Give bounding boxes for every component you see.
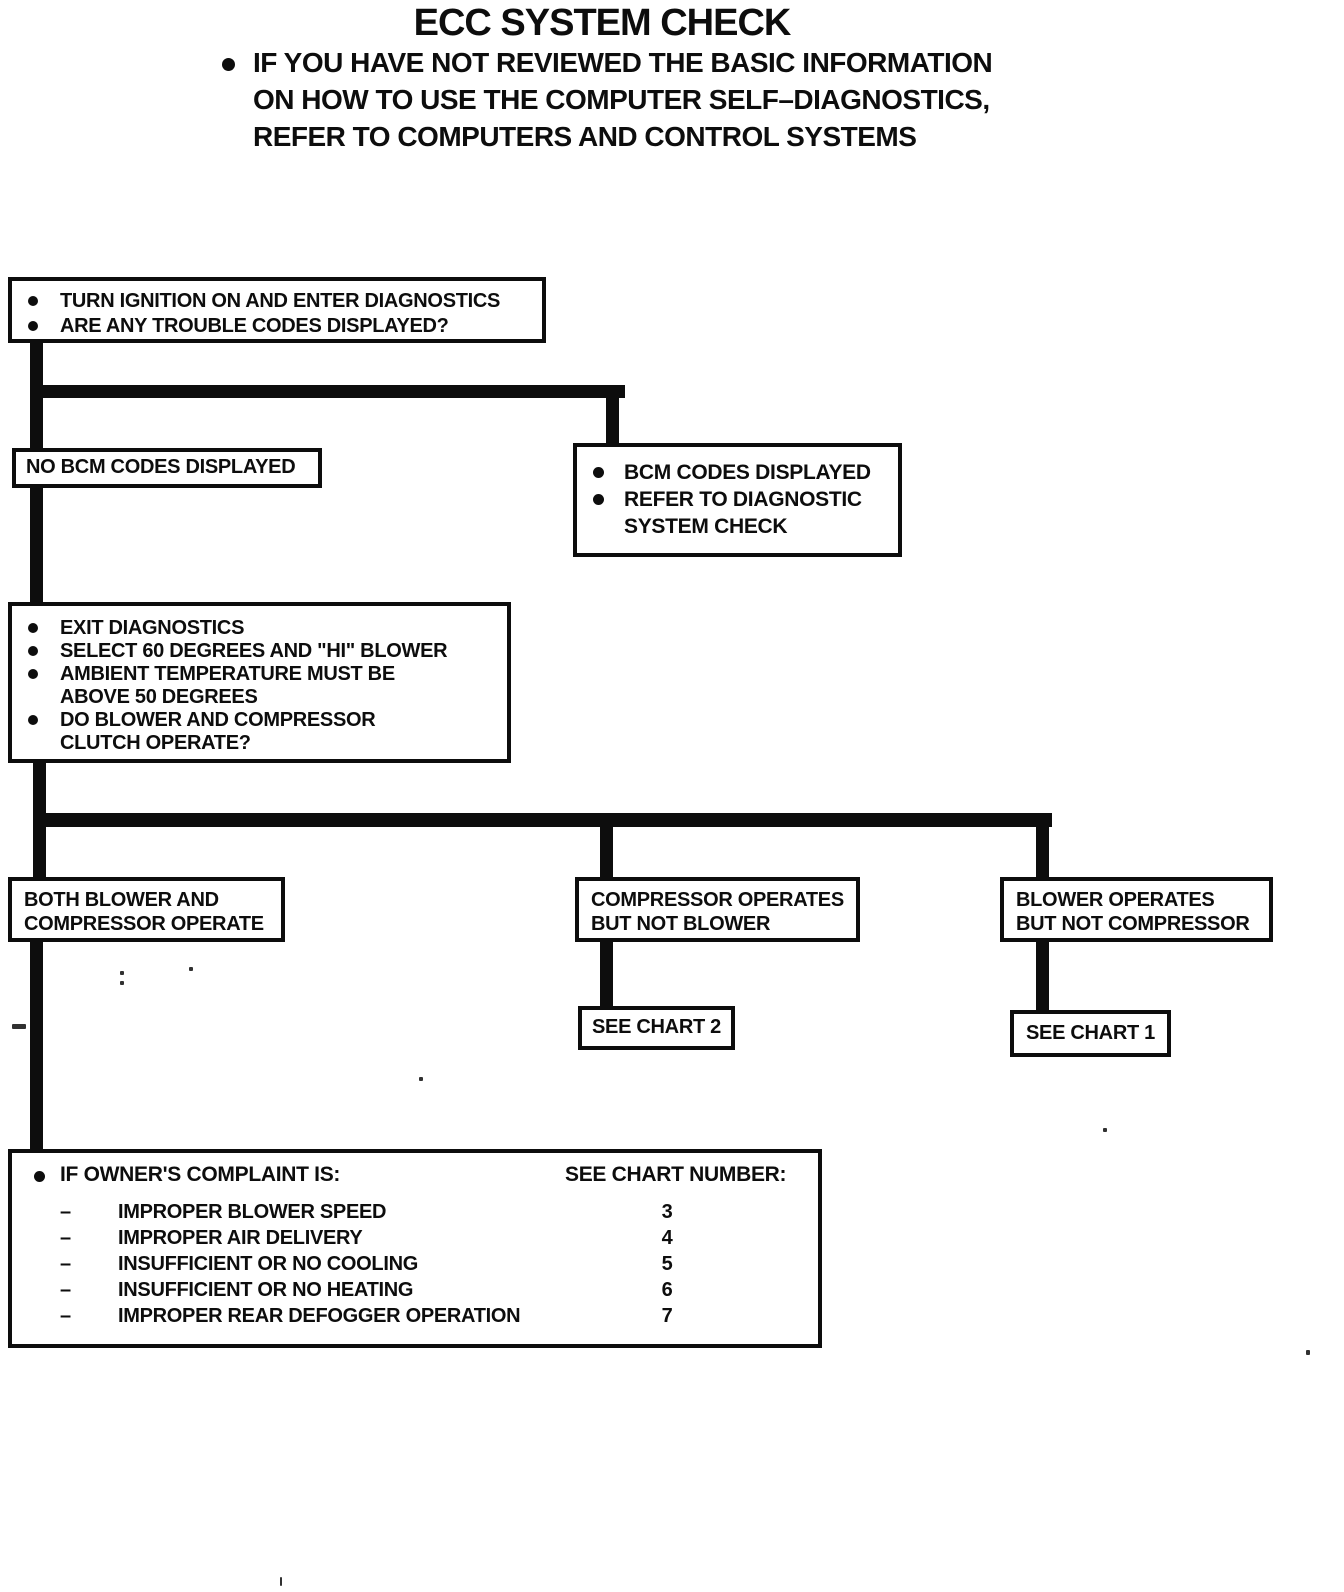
flow-box-compressor-only: COMPRESSOR OPERATES BUT NOT BLOWER	[575, 877, 860, 942]
intro-line: IF YOU HAVE NOT REVIEWED THE BASIC INFOR…	[253, 47, 993, 78]
dash-icon: –	[60, 1227, 71, 1249]
flow-box-owner-complaint: IF OWNER'S COMPLAINT IS: SEE CHART NUMBE…	[8, 1149, 822, 1348]
page-title: ECC SYSTEM CHECK	[413, 2, 792, 44]
connector-vertical	[606, 385, 619, 447]
connector-horizontal	[30, 385, 625, 398]
flow-box-no-codes: NO BCM CODES DISPLAYED	[12, 448, 322, 488]
intro-line: ON HOW TO USE THE COMPUTER SELF–DIAGNOST…	[253, 84, 990, 115]
flow-box-label-line: BOTH BLOWER AND	[24, 889, 219, 911]
bullet-icon	[28, 623, 38, 633]
flow-step-text: ARE ANY TROUBLE CODES DISPLAYED?	[60, 315, 449, 337]
connector-vertical	[600, 813, 613, 879]
flow-box-exit-diagnostics: EXIT DIAGNOSTICS SELECT 60 DEGREES AND "…	[8, 602, 511, 763]
scan-artifact	[120, 971, 124, 975]
scan-artifact	[189, 967, 193, 971]
complaint-text: INSUFFICIENT OR NO COOLING	[118, 1253, 418, 1275]
connector-vertical	[1036, 940, 1049, 1012]
flow-box-label-line: COMPRESSOR OPERATE	[24, 913, 264, 935]
dash-icon: –	[60, 1305, 71, 1327]
flow-step-text: BCM CODES DISPLAYED	[624, 461, 871, 484]
connector-vertical	[1036, 813, 1049, 879]
complaint-text: INSUFFICIENT OR NO HEATING	[118, 1279, 414, 1301]
chart-number: 6	[661, 1279, 673, 1301]
flow-step-text: DO BLOWER AND COMPRESSOR CLUTCH OPERATE?	[60, 709, 376, 754]
flow-box-start: TURN IGNITION ON AND ENTER DIAGNOSTICS A…	[8, 277, 546, 343]
bullet-icon	[28, 296, 38, 306]
flow-box-label: NO BCM CODES DISPLAYED	[26, 456, 296, 478]
flow-box-label: SEE CHART 1	[1026, 1022, 1155, 1044]
scan-artifact	[419, 1077, 423, 1081]
dash-icon: –	[60, 1201, 71, 1223]
scan-artifact	[280, 1577, 282, 1586]
connector-vertical	[30, 486, 43, 604]
dash-icon: –	[60, 1253, 71, 1275]
flow-step-text: AMBIENT TEMPERATURE MUST BE ABOVE 50 DEG…	[60, 663, 395, 708]
chart-number-heading: SEE CHART NUMBER:	[565, 1163, 787, 1186]
flow-step-text: REFER TO DIAGNOSTIC SYSTEM CHECK	[624, 488, 862, 538]
bullet-icon	[593, 467, 604, 478]
bullet-icon	[28, 669, 38, 679]
scan-artifact	[120, 981, 124, 985]
connector-vertical	[30, 940, 43, 1151]
flow-box-see-chart-1: SEE CHART 1	[1010, 1010, 1171, 1057]
flow-box-see-chart-2: SEE CHART 2	[578, 1006, 735, 1050]
chart-number: 3	[661, 1201, 673, 1223]
scan-artifact	[1306, 1350, 1310, 1355]
chart-number: 4	[661, 1227, 673, 1249]
scan-artifact	[12, 1024, 26, 1029]
flow-box-both-operate: BOTH BLOWER AND COMPRESSOR OPERATE	[8, 877, 285, 942]
complaint-text: IMPROPER AIR DELIVERY	[118, 1227, 363, 1249]
flow-box-label-line: COMPRESSOR OPERATES	[591, 889, 844, 911]
complaint-heading: IF OWNER'S COMPLAINT IS:	[60, 1163, 341, 1186]
bullet-icon	[222, 58, 235, 71]
dash-icon: –	[60, 1279, 71, 1301]
chart-number: 7	[661, 1305, 673, 1327]
bullet-icon	[34, 1171, 45, 1182]
connector-horizontal	[33, 813, 1052, 827]
complaint-text: IMPROPER REAR DEFOGGER OPERATION	[118, 1305, 521, 1327]
intro-line: REFER TO COMPUTERS AND CONTROL SYSTEMS	[253, 121, 917, 152]
flow-box-label-line: BLOWER OPERATES	[1016, 889, 1215, 911]
bullet-icon	[28, 321, 38, 331]
flow-box-blower-only: BLOWER OPERATES BUT NOT COMPRESSOR	[1000, 877, 1273, 942]
bullet-icon	[28, 715, 38, 725]
flow-box-label-line: BUT NOT BLOWER	[591, 913, 771, 935]
connector-vertical	[600, 940, 613, 1008]
flow-step-text: SELECT 60 DEGREES AND "HI" BLOWER	[60, 640, 448, 662]
flow-box-label-line: BUT NOT COMPRESSOR	[1016, 913, 1250, 935]
bullet-icon	[593, 494, 604, 505]
flow-step-text: TURN IGNITION ON AND ENTER DIAGNOSTICS	[60, 290, 501, 312]
scan-artifact	[1103, 1128, 1107, 1132]
bullet-icon	[28, 646, 38, 656]
flow-box-codes-displayed: BCM CODES DISPLAYED REFER TO DIAGNOSTIC …	[573, 443, 902, 557]
chart-number: 5	[661, 1253, 673, 1275]
complaint-text: IMPROPER BLOWER SPEED	[118, 1201, 387, 1223]
flow-step-text: EXIT DIAGNOSTICS	[60, 617, 245, 639]
flow-box-label: SEE CHART 2	[592, 1016, 721, 1038]
intro-note: IF YOU HAVE NOT REVIEWED THE BASIC INFOR…	[253, 44, 993, 155]
